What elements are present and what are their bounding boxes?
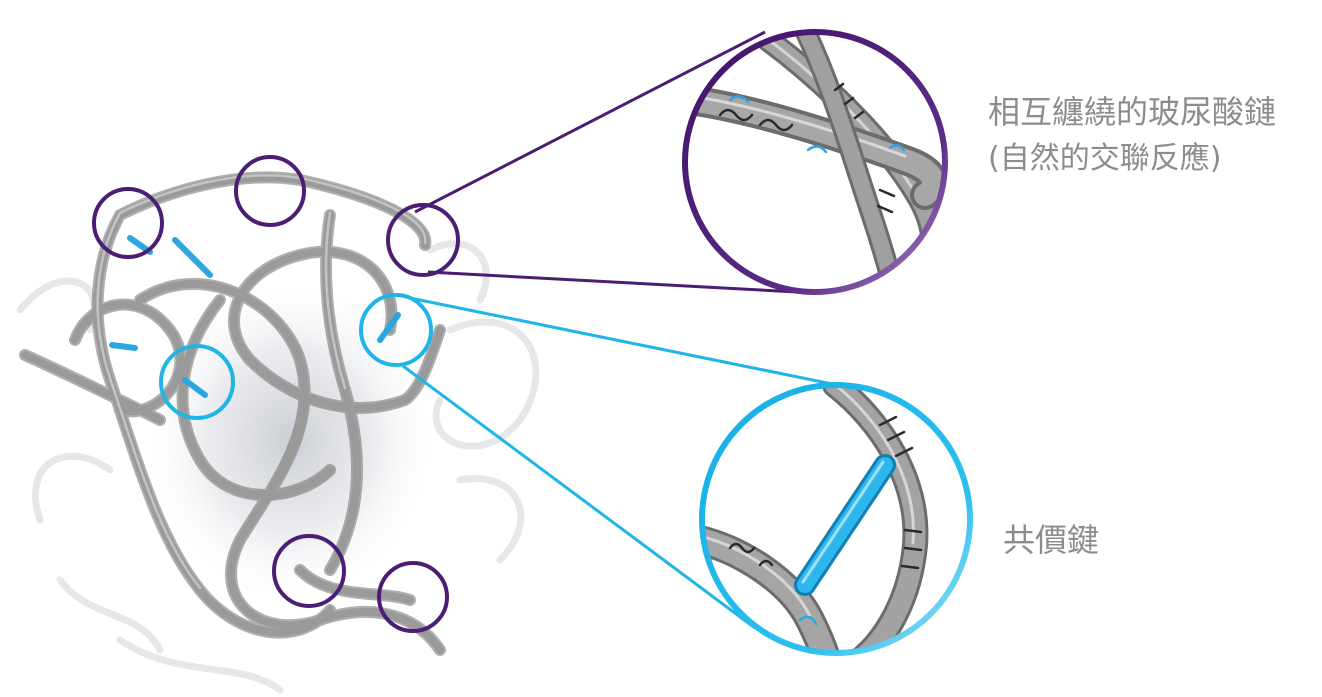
crosslink-marker: [359, 293, 433, 367]
entanglement-marker: [386, 203, 460, 277]
entanglement-connectors: [414, 30, 816, 295]
crosslink-marker: [159, 344, 235, 420]
entanglement-marker: [234, 155, 306, 227]
covalent-bond-label: 共價鍵: [1003, 521, 1100, 559]
magnified-covalent-bond: [699, 382, 973, 656]
ha-chain-tangle: [19, 171, 446, 656]
natural-crosslink-label: (自然的交聯反應): [988, 141, 1222, 176]
magnified-entanglement: [682, 29, 948, 295]
entanglement-marker: [92, 187, 164, 259]
covalent-bonds-tangle: [109, 235, 401, 398]
entangled-chains-label: 相互纏繞的玻尿酸鏈: [988, 93, 1277, 131]
entanglement-marker: [377, 561, 449, 633]
crosslink-markers: [159, 293, 433, 420]
entanglement-marker: [272, 534, 346, 608]
crosslink-connectors: [402, 296, 843, 630]
background-strands: [16, 240, 540, 694]
entanglement-markers: [92, 155, 460, 633]
